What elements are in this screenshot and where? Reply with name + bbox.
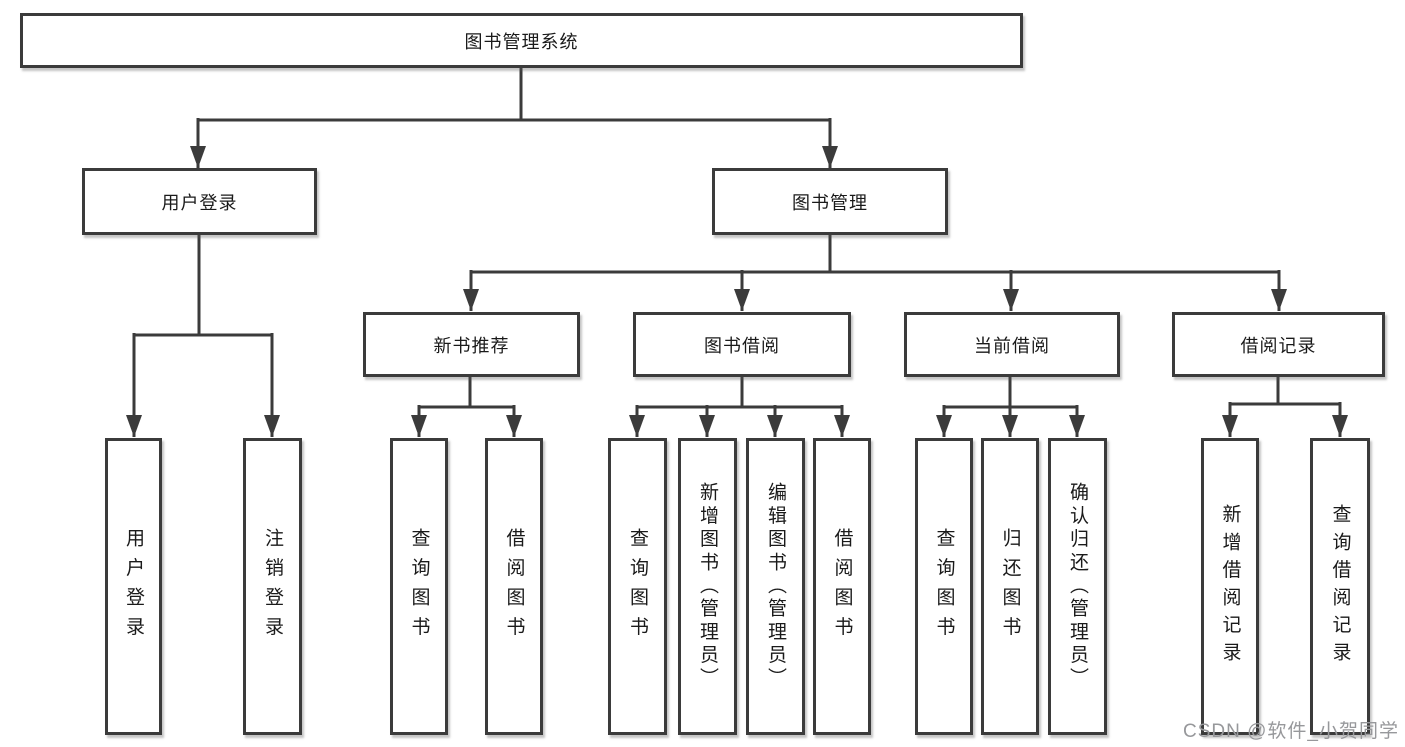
- leaf-label: 借阅图书: [831, 527, 853, 646]
- leaf-label: 编辑图书（管理员）: [765, 482, 786, 691]
- leaf-label: 查询图书: [408, 527, 430, 646]
- leaf-borrow-books: 借阅图书: [813, 438, 871, 735]
- node-label: 借阅记录: [1240, 335, 1317, 356]
- leaf-label: 新增借阅记录: [1219, 503, 1241, 670]
- csdn-watermark: CSDN @软件_小贺同学: [1183, 721, 1399, 742]
- node-label: 图书管理: [792, 192, 868, 213]
- node-current-borrowing: 当前借阅: [904, 312, 1120, 377]
- leaf-label: 借阅图书: [503, 527, 525, 646]
- connectors-user-login: [126, 234, 280, 437]
- leaf-query-books-borrow: 查询图书: [608, 438, 667, 735]
- node-borrowing-records: 借阅记录: [1172, 312, 1385, 377]
- leaf-label: 查询借阅记录: [1329, 503, 1351, 670]
- leaf-query-books-current: 查询图书: [915, 438, 973, 735]
- leaf-label: 新增图书（管理员）: [697, 482, 718, 691]
- node-label: 图书借阅: [704, 335, 780, 356]
- leaf-user-login: 用户登录: [105, 438, 162, 735]
- node-label: 用户登录: [161, 192, 238, 213]
- leaf-label: 归还图书: [999, 527, 1021, 646]
- leaf-borrow-books-recommend: 借阅图书: [485, 438, 543, 735]
- node-label: 当前借阅: [974, 335, 1050, 356]
- leaf-query-books-recommend: 查询图书: [390, 438, 448, 735]
- connectors-borrow-record: [1222, 376, 1348, 437]
- node-book-borrowing: 图书借阅: [633, 312, 851, 377]
- leaf-query-borrow-record: 查询借阅记录: [1310, 438, 1370, 735]
- connectors-new-book: [411, 376, 522, 437]
- leaf-edit-books-admin: 编辑图书（管理员）: [746, 438, 805, 735]
- connectors-book-borrow: [629, 376, 850, 437]
- node-user-login: 用户登录: [82, 168, 317, 235]
- leaf-logout: 注销登录: [243, 438, 302, 735]
- leaf-label: 注销登录: [262, 527, 283, 646]
- connectors-root: [190, 68, 838, 168]
- leaf-return-books: 归还图书: [981, 438, 1039, 735]
- leaf-add-books-admin: 新增图书（管理员）: [678, 438, 737, 735]
- node-book-management: 图书管理: [712, 168, 948, 235]
- node-new-book-recommendation: 新书推荐: [363, 312, 580, 377]
- leaf-label: 确认归还（管理员）: [1067, 482, 1088, 691]
- leaf-label: 用户登录: [123, 527, 144, 646]
- node-label: 图书管理系统: [464, 31, 579, 52]
- node-label: 新书推荐: [433, 335, 510, 356]
- leaf-add-borrow-record: 新增借阅记录: [1201, 438, 1259, 735]
- leaf-label: 查询图书: [627, 527, 648, 646]
- node-library-management-system: 图书管理系统: [20, 13, 1023, 68]
- connectors-book-management: [463, 234, 1287, 311]
- leaf-confirm-return-admin: 确认归还（管理员）: [1048, 438, 1107, 735]
- leaf-label: 查询图书: [933, 527, 955, 646]
- connectors-current-borrow: [936, 376, 1085, 437]
